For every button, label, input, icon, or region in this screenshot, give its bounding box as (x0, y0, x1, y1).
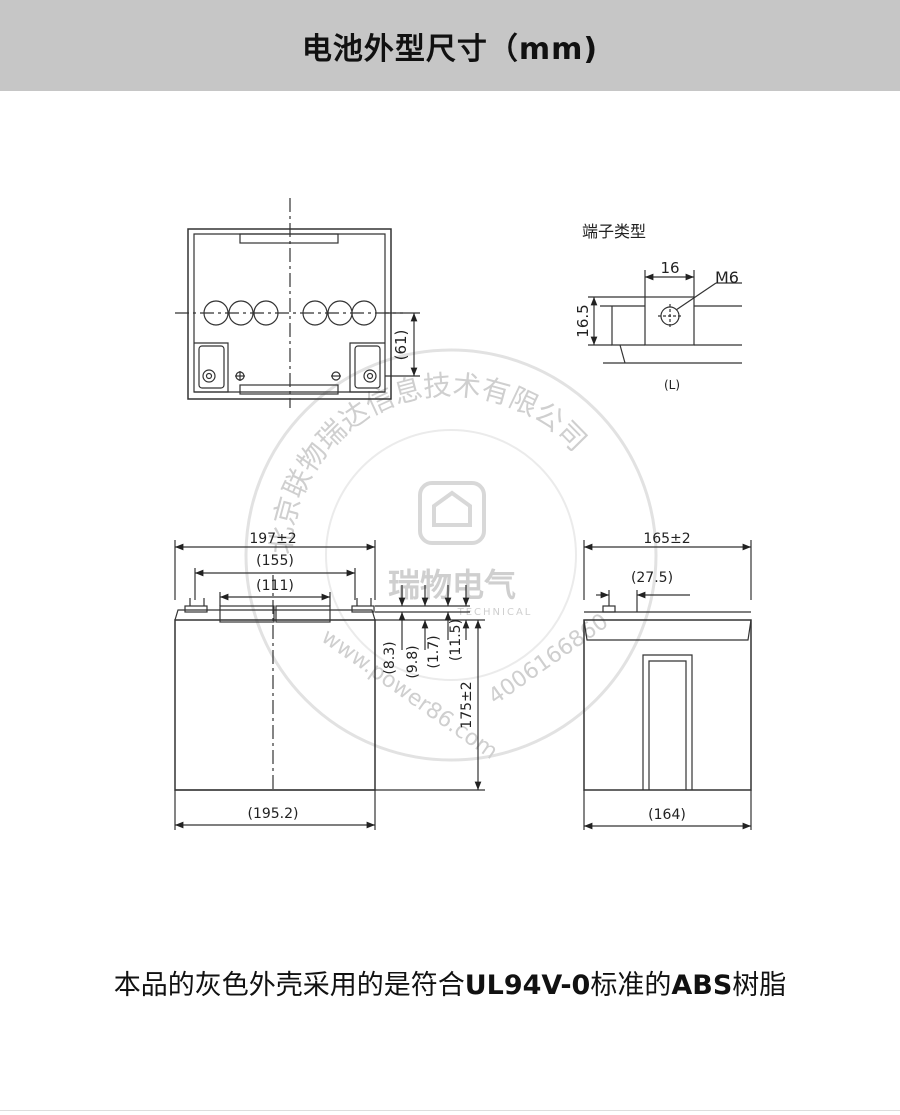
caption-material: ABS (671, 970, 733, 1001)
material-caption: 本品的灰色外壳采用的是符合UL94V-0标准的ABS树脂 (0, 963, 900, 1002)
dim-1-7-label: (1.7) (426, 635, 442, 668)
front-view (174, 540, 485, 830)
page-title: 电池外型尺寸（mm) (301, 31, 599, 67)
caption-standard: UL94V-0 (464, 970, 591, 1001)
watermark-brand: 瑞物电气 (388, 566, 516, 604)
terminal-type-label: (L) (664, 378, 680, 392)
watermark-brand-sub: TECHNICAL (457, 607, 533, 618)
watermark: 北京联物瑞达信息技术有限公司 瑞物电气 TECHNICAL www.power8… (244, 348, 658, 765)
caption-suffix: 树脂 (732, 970, 787, 1001)
bottom-divider (0, 1110, 900, 1111)
caption-prefix: 本品的灰色外壳采用的是符合 (113, 970, 465, 1001)
watermark-house-icon (418, 481, 486, 545)
dim-164-label: (164) (648, 807, 686, 823)
watermark-ring-text: 北京联物瑞达信息技术有限公司 (264, 368, 593, 555)
side-view (583, 540, 752, 830)
header-bar: 电池外型尺寸（mm) (0, 0, 900, 91)
top-view (175, 198, 420, 408)
dim-11-5-label: (11.5) (448, 619, 464, 661)
terminal-height-label: 16.5 (574, 304, 592, 337)
watermark-phone: 4006166860 (484, 609, 613, 710)
terminal-bolt-label: M6 (715, 268, 739, 287)
dim-111-label: (111) (256, 578, 294, 594)
terminal-type-heading: 端子类型 (582, 222, 646, 241)
dim-8-3-label: (8.3) (382, 641, 398, 674)
dimension-drawing: 北京联物瑞达信息技术有限公司 瑞物电气 TECHNICAL www.power8… (174, 198, 752, 830)
terminal-detail (588, 270, 742, 364)
dim-197-label: 197±2 (249, 531, 296, 547)
caption-middle: 标准的 (590, 970, 672, 1001)
dim-9-8-label: (9.8) (405, 645, 421, 678)
dim-165-label: 165±2 (643, 531, 690, 547)
dim-155-label: (155) (256, 553, 294, 569)
terminal-width-label: 16 (660, 259, 679, 277)
dim-175-label: 175±2 (459, 681, 475, 728)
dim-27-5-label: (27.5) (631, 570, 673, 586)
dim-61-label: (61) (392, 330, 410, 361)
dim-195-2-label: (195.2) (247, 806, 298, 822)
